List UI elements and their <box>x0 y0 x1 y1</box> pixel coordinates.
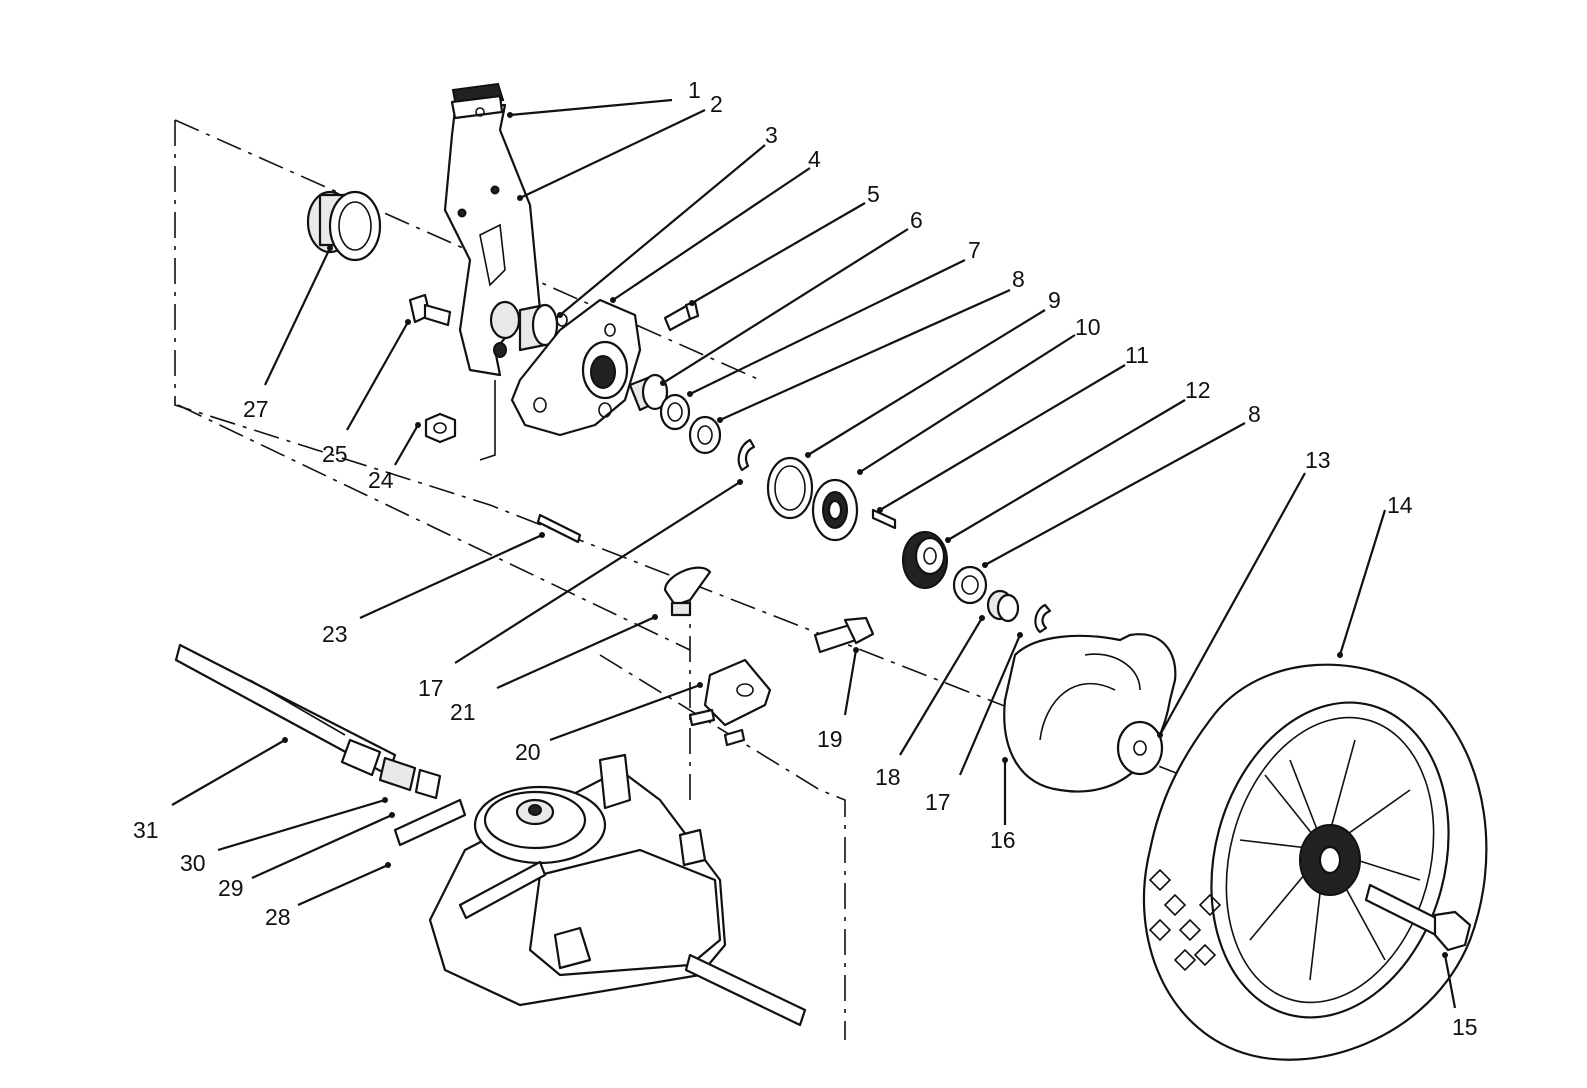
washer-13-part <box>1116 720 1164 776</box>
callout-12: 12 <box>1185 377 1211 403</box>
bolt-15-part <box>1364 883 1472 952</box>
bushing-part <box>306 190 382 262</box>
callout-16: 16 <box>990 827 1016 853</box>
callout-30: 30 <box>180 850 206 876</box>
key-11-part <box>871 508 897 530</box>
callout-29: 29 <box>218 875 244 901</box>
callout-10: 10 <box>1075 314 1101 340</box>
callout-11: 11 <box>1125 342 1149 368</box>
retaining-ring-lower-part <box>1034 603 1052 634</box>
washer-8b-part <box>952 565 988 605</box>
callout-23: 23 <box>322 621 348 647</box>
nut-24-part <box>424 412 457 444</box>
cam-21-part <box>663 566 712 617</box>
spacer-18-part <box>986 589 1020 623</box>
pinion-12-part <box>902 531 948 589</box>
callout-18: 18 <box>875 764 901 790</box>
callout-13: 13 <box>1305 447 1331 473</box>
callout-25: 25 <box>322 441 348 467</box>
callout-1: 1 <box>688 77 701 103</box>
leader-lines <box>171 98 1457 1009</box>
bracket-20-part <box>688 658 772 747</box>
callout-2: 2 <box>710 91 723 117</box>
bearing-10-part <box>811 478 859 542</box>
bushing-6-part <box>628 373 669 412</box>
assembly-axes <box>174 119 1451 1040</box>
bolt-19-part <box>813 616 875 654</box>
callout-5: 5 <box>867 181 880 207</box>
callout-27: 27 <box>243 396 269 422</box>
callout-20: 20 <box>515 739 541 765</box>
callout-17-left: 17 <box>418 675 444 701</box>
callout-14: 14 <box>1387 492 1413 518</box>
callout-7: 7 <box>968 237 981 263</box>
cotter-pin-23-part <box>536 513 582 544</box>
callout-24: 24 <box>368 467 394 493</box>
callout-3: 3 <box>765 122 778 148</box>
callout-15: 15 <box>1452 1014 1478 1040</box>
callout-19: 19 <box>817 726 843 752</box>
callout-labels: 1 2 3 4 5 6 7 8 9 10 11 12 8 13 14 15 16… <box>133 77 1478 1040</box>
bolt-25-part <box>408 293 452 327</box>
callout-9: 9 <box>1048 287 1061 313</box>
washer-8a-part <box>688 415 722 455</box>
callout-31: 31 <box>133 817 159 843</box>
shift-lever-part <box>443 82 542 377</box>
callout-4: 4 <box>808 146 821 172</box>
wheel-14-part <box>1142 663 1488 1061</box>
callout-17-right: 17 <box>925 789 951 815</box>
callout-21: 21 <box>450 699 476 725</box>
seal-9-part <box>766 456 814 520</box>
transmission-part <box>393 753 807 1027</box>
retaining-ring-upper-part <box>737 438 756 472</box>
callout-8-lower: 8 <box>1248 401 1261 427</box>
callout-28: 28 <box>265 904 291 930</box>
washer-7-part <box>659 393 691 431</box>
axle-shaft-31-part <box>174 643 442 800</box>
screw-5-part <box>663 300 700 332</box>
bracket-part <box>510 298 642 437</box>
callout-8-upper: 8 <box>1012 266 1025 292</box>
callout-6: 6 <box>910 207 923 233</box>
